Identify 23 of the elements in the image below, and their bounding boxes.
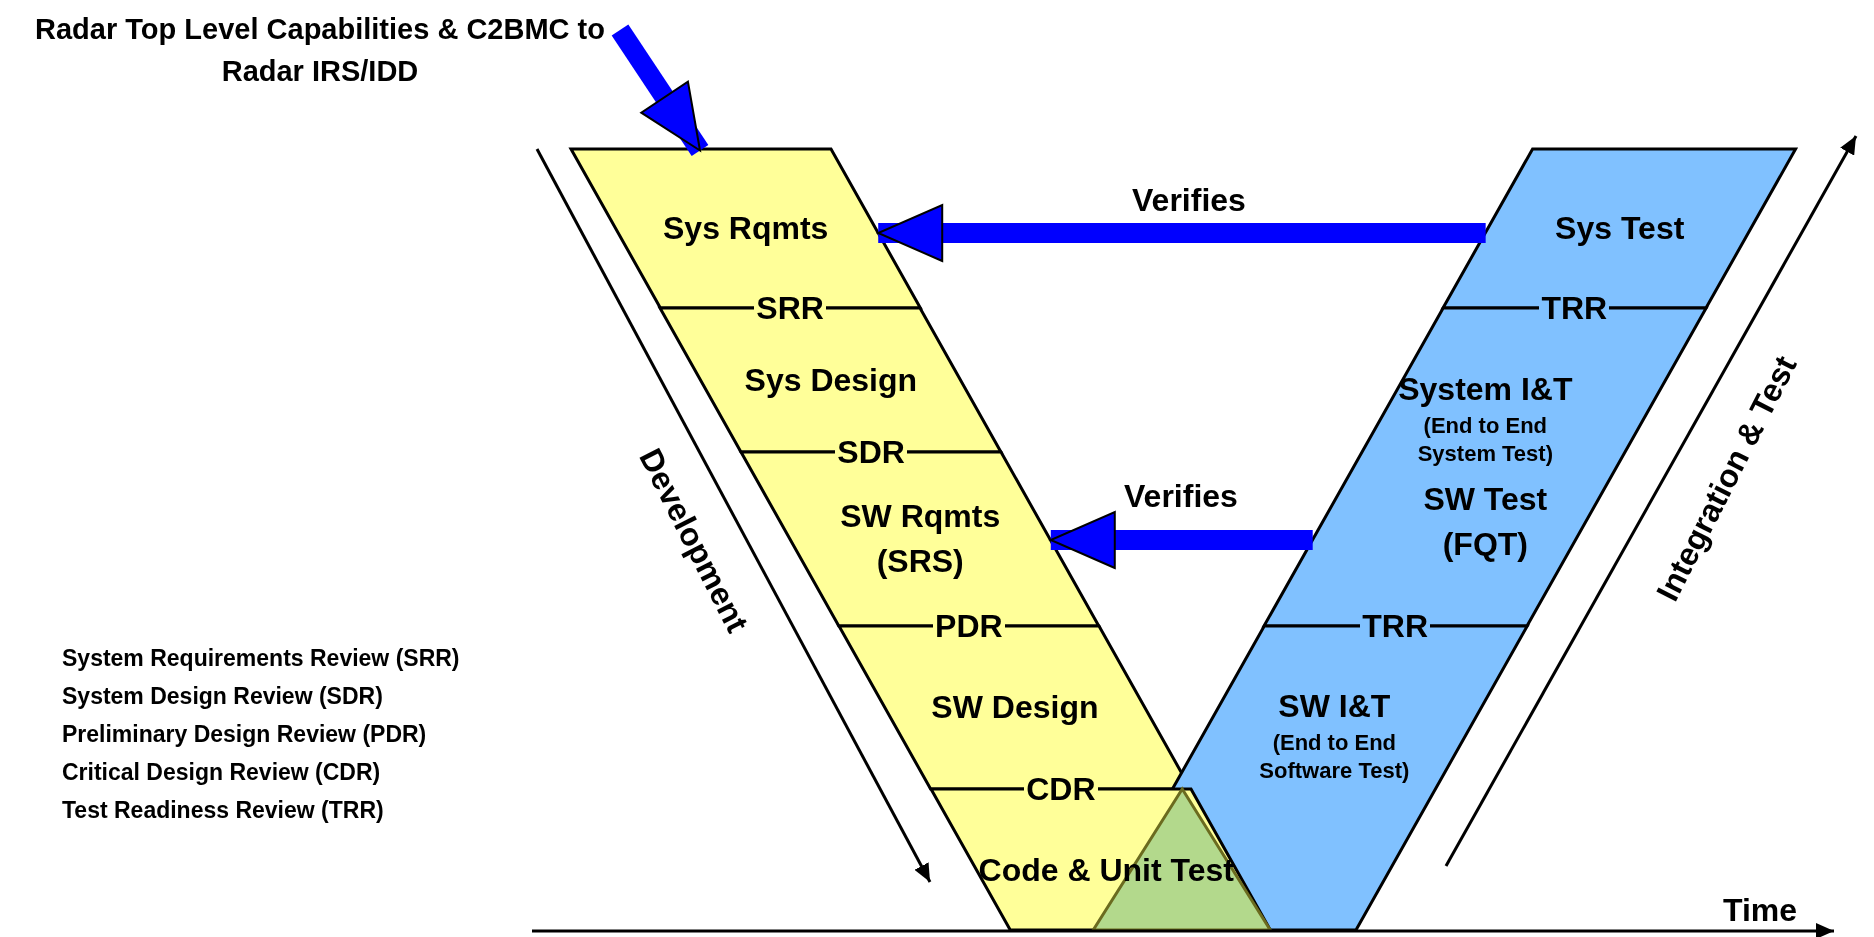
phase-title: Sys Test <box>1554 209 1686 248</box>
abbreviation-note: Test Readiness Review (TRR) <box>62 797 384 823</box>
abbreviation-note: Preliminary Design Review (PDR) <box>62 721 427 747</box>
phase-title: Code & Unit Test <box>977 850 1235 890</box>
block-arrow <box>877 204 1486 262</box>
phase-note: (End to End System Test) <box>1416 411 1554 469</box>
phase-title: System I&T <box>1397 370 1574 409</box>
phase-title: SW Design <box>930 688 1100 727</box>
phase-note: (End to End Software Test) <box>1258 728 1411 786</box>
edge-label: Verifies <box>1124 477 1238 515</box>
abbreviation-note: System Requirements Review (SRR) <box>62 645 460 671</box>
edge-label: Verifies <box>1132 181 1246 219</box>
phase-title: Sys Rqmts <box>662 209 830 248</box>
phase-title: SW Test (FQT) <box>1422 480 1549 564</box>
block-arrow <box>1049 511 1313 569</box>
input-heading: Radar Top Level Capabilities & C2BMC to Radar IRS/IDD <box>34 12 606 90</box>
phase-title: Sys Design <box>743 360 919 400</box>
phase-title: SW I&T <box>1277 687 1392 726</box>
block-arrow <box>611 24 709 157</box>
phase-title: SW Rqmts (SRS) <box>839 497 1002 581</box>
axis-label: Time <box>1723 892 1798 928</box>
abbreviation-note: Critical Design Review (CDR) <box>62 759 381 785</box>
abbreviation-note: System Design Review (SDR) <box>62 683 383 709</box>
